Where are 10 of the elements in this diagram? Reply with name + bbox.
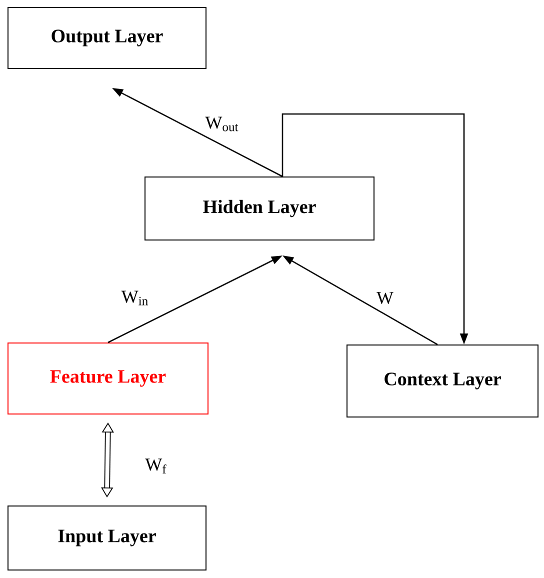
- edge-label: W$_{f}$: [144, 458, 168, 474]
- layer-box: Context Layer: [346, 344, 538, 418]
- arrow: [101, 422, 114, 498]
- edge-label: W$_{out}$: [204, 116, 240, 132]
- edge-label: W: [376, 290, 394, 306]
- layer-box: Hidden Layer: [144, 176, 374, 240]
- layer-box: Input Layer: [8, 506, 206, 570]
- layer-box: Output Layer: [8, 7, 206, 69]
- layer-box: Feature Layer: [8, 342, 208, 414]
- edge-label: W$_{in}$: [120, 290, 150, 306]
